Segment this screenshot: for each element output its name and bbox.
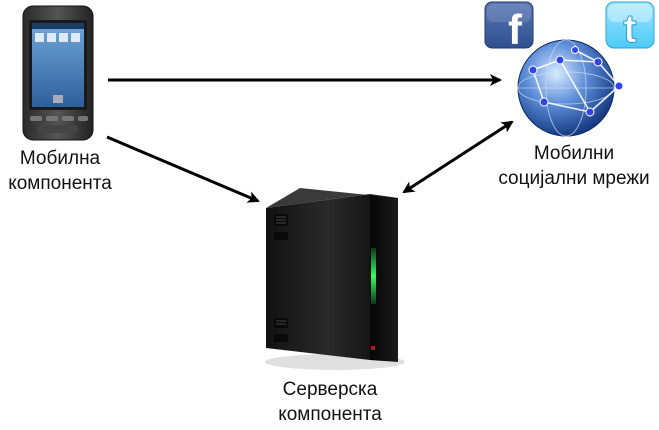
- globe-network-icon: [517, 39, 624, 137]
- facebook-letter: f: [508, 6, 523, 53]
- social-networks-label: Мобилни социјални мрежи: [498, 143, 650, 189]
- server-tower-icon: [265, 188, 405, 370]
- edge-server-social-bidirectional: [402, 120, 514, 194]
- server-component-label: Серверска компонента: [278, 379, 382, 425]
- server-led: [371, 248, 376, 304]
- smartphone-icon: [22, 5, 94, 141]
- mobile-component-label: Мобилна компонента: [8, 148, 112, 194]
- edge-mobile-to-server: [106, 135, 260, 203]
- twitter-letter: t: [623, 7, 636, 51]
- twitter-icon: t: [605, 1, 655, 52]
- facebook-icon: f: [484, 1, 534, 53]
